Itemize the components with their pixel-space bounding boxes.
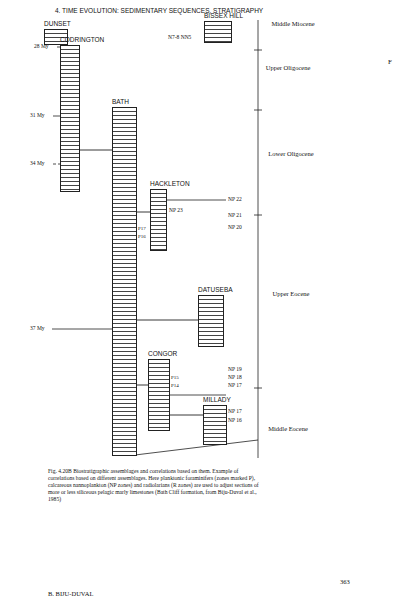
text-label: 28 My: [34, 43, 49, 49]
section-column: MILLADY: [203, 396, 231, 445]
column-log: [204, 21, 232, 43]
correlation-line: [170, 415, 203, 416]
text-label: NP 18: [228, 374, 242, 380]
text-label: 4. TIME EVOLUTION: SEDIMENTARY SEQUENCES…: [55, 7, 263, 14]
text-label: B. BIJU-DUVAL: [48, 590, 93, 597]
column-log: [203, 405, 227, 445]
column-name: DATUSEBA: [198, 286, 233, 293]
text-label: P17: [138, 226, 146, 232]
column-name: HACKLETON: [150, 180, 190, 187]
column-name: MILLADY: [203, 396, 231, 403]
section-column: BATH: [112, 98, 137, 456]
column-name: CODRINGTON: [60, 36, 104, 43]
text-label: N7-8 NN5: [168, 34, 191, 40]
text-label: P14: [171, 383, 179, 389]
correlation-line: [137, 320, 198, 321]
column-log: [60, 45, 80, 192]
section-column: CODRINGTON: [60, 36, 104, 192]
column-log: [148, 359, 170, 431]
column-log: [150, 189, 167, 251]
text-label: Upper Oligocene: [265, 64, 311, 71]
column-name: BATH: [112, 98, 137, 105]
text-label: P15: [171, 375, 179, 381]
text-label: 34 My: [30, 160, 45, 166]
text-label: 31 My: [30, 112, 45, 118]
text-label: NP 22: [228, 196, 242, 202]
text-label: Upper Eocene: [268, 290, 314, 297]
text-label: Middle Eocene: [265, 425, 311, 432]
figure-caption: Fig. 4.20B Biostratigraphic assemblages …: [48, 468, 260, 503]
section-column: HACKLETON: [150, 180, 190, 251]
correlation-line: [80, 150, 112, 151]
text-label: F: [388, 58, 392, 66]
column-name: DUNSET: [44, 20, 71, 27]
text-label: NP 21: [228, 212, 242, 218]
column-log: [112, 107, 137, 456]
correlation-line: [137, 385, 148, 386]
text-label: 363: [340, 578, 350, 585]
column-name: CONGOR: [148, 350, 177, 357]
column-log: [198, 295, 224, 347]
text-label: Middle Miocene: [270, 20, 316, 27]
text-label: 37 My: [30, 325, 45, 331]
text-label: P16: [138, 234, 146, 240]
section-column: CONGOR: [148, 350, 177, 431]
text-label: Lower Oligocene: [268, 150, 314, 157]
text-label: NP 20: [228, 224, 242, 230]
correlation-line: [137, 212, 150, 213]
text-label: NP 19: [228, 366, 242, 372]
text-label: NP 17: [228, 382, 242, 388]
text-label: NP 17: [228, 408, 242, 414]
section-column: DATUSEBA: [198, 286, 233, 347]
text-label: NP 16: [228, 417, 242, 423]
text-label: NP 23: [169, 207, 183, 213]
section-column: BISSEX HILL: [204, 12, 243, 43]
